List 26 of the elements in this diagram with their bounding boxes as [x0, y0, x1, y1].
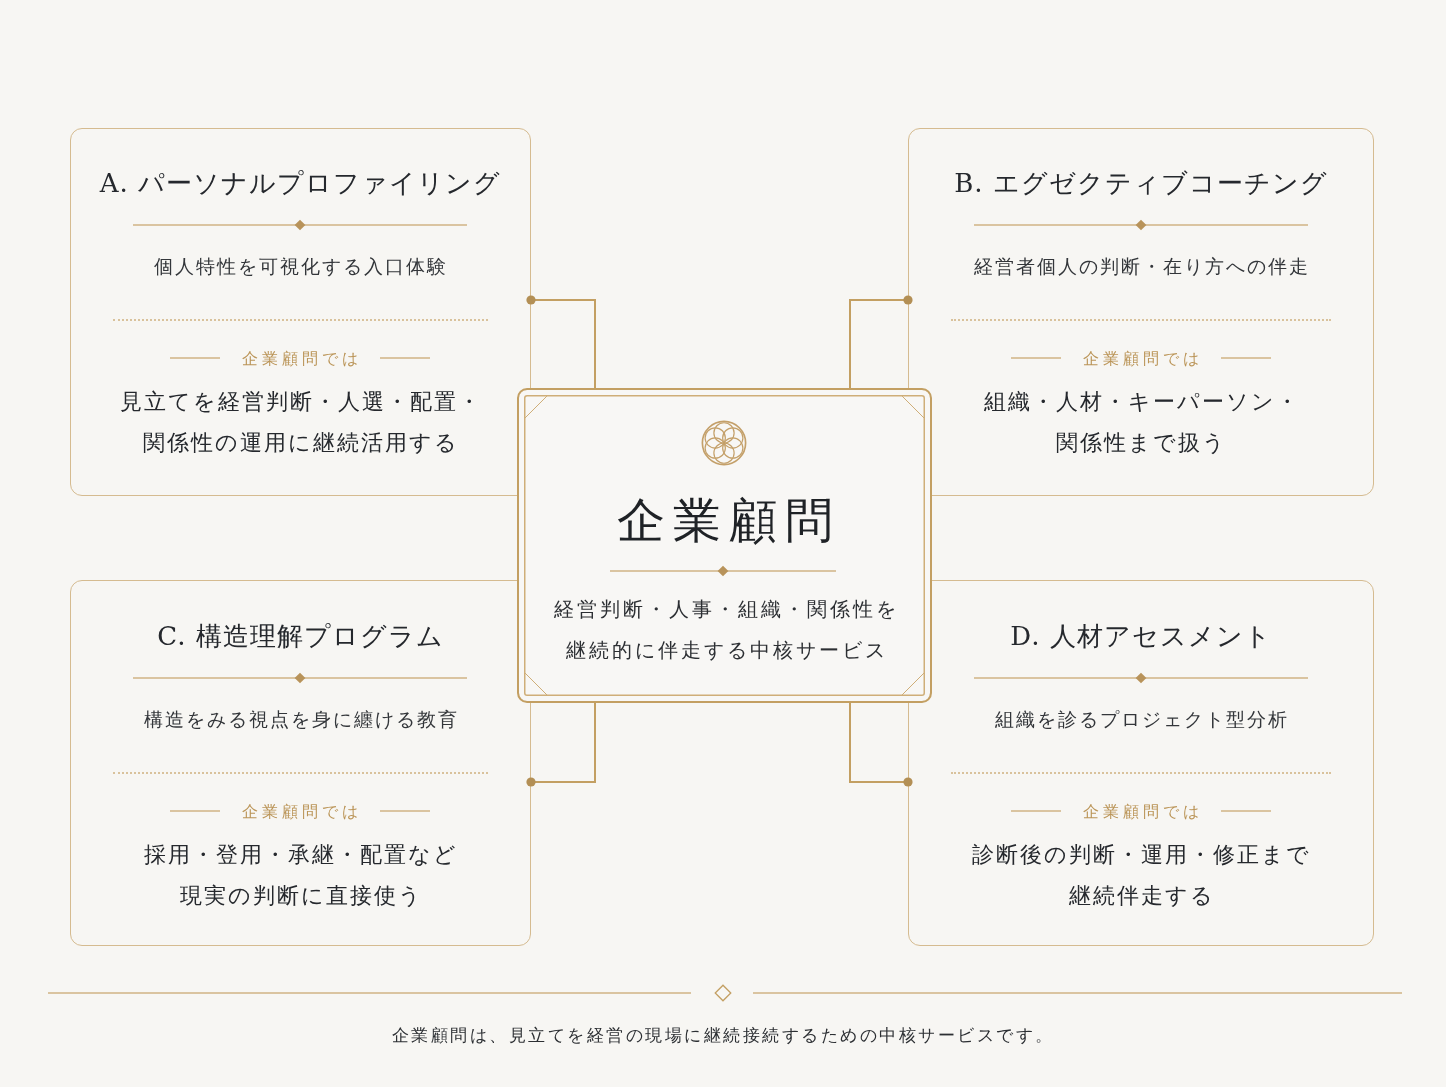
card-heading: B. エグゼクティブコーチング: [954, 167, 1328, 200]
center-card: [517, 388, 932, 703]
card-subtitle: 組織を診るプロジェクト型分析: [994, 706, 1289, 732]
connector: [849, 295, 913, 389]
hub-body: 経営判断・人事・組織・関係性を継続的に伴走する中核サービス: [553, 595, 900, 664]
section-label: 企業顧問では: [1082, 347, 1203, 369]
section-label: 企業顧問では: [242, 800, 362, 822]
card-body: 見立てを経営判断・人選・配置・関係性の運用に継続活用する: [119, 387, 483, 457]
hub-title: 企業顧問: [617, 491, 841, 550]
card: [70, 580, 531, 946]
card-subtitle: 構造をみる視点を身に纏ける教育: [143, 706, 459, 732]
section-label: 企業顧問では: [242, 347, 362, 369]
connector: [526, 702, 596, 787]
card-subtitle: 経営者個人の判断・在り方への伴走: [973, 253, 1310, 279]
card-heading: D. 人材アセスメント: [1010, 620, 1272, 653]
card-body: 採用・登用・承継・配置など現実の判断に直接使う: [143, 840, 459, 910]
card-heading: C. 構造理解プログラム: [157, 620, 444, 653]
card: [908, 580, 1374, 946]
card-subtitle: 個人特性を可視化する入口体験: [154, 253, 448, 279]
section-label: 企業顧問では: [1082, 800, 1203, 822]
card-heading: A. パーソナルプロファイリング: [99, 167, 502, 200]
card-body: 組織・人材・キーパーソン・関係性まで扱う: [982, 387, 1301, 457]
connector: [849, 702, 913, 787]
connector: [526, 295, 596, 389]
card-body: 診断後の判断・運用・修正まで継続伴走する: [971, 840, 1312, 910]
caption: 企業顧問は、見立てを経営の現場に継続接続するための中核サービスです。: [391, 1024, 1055, 1047]
